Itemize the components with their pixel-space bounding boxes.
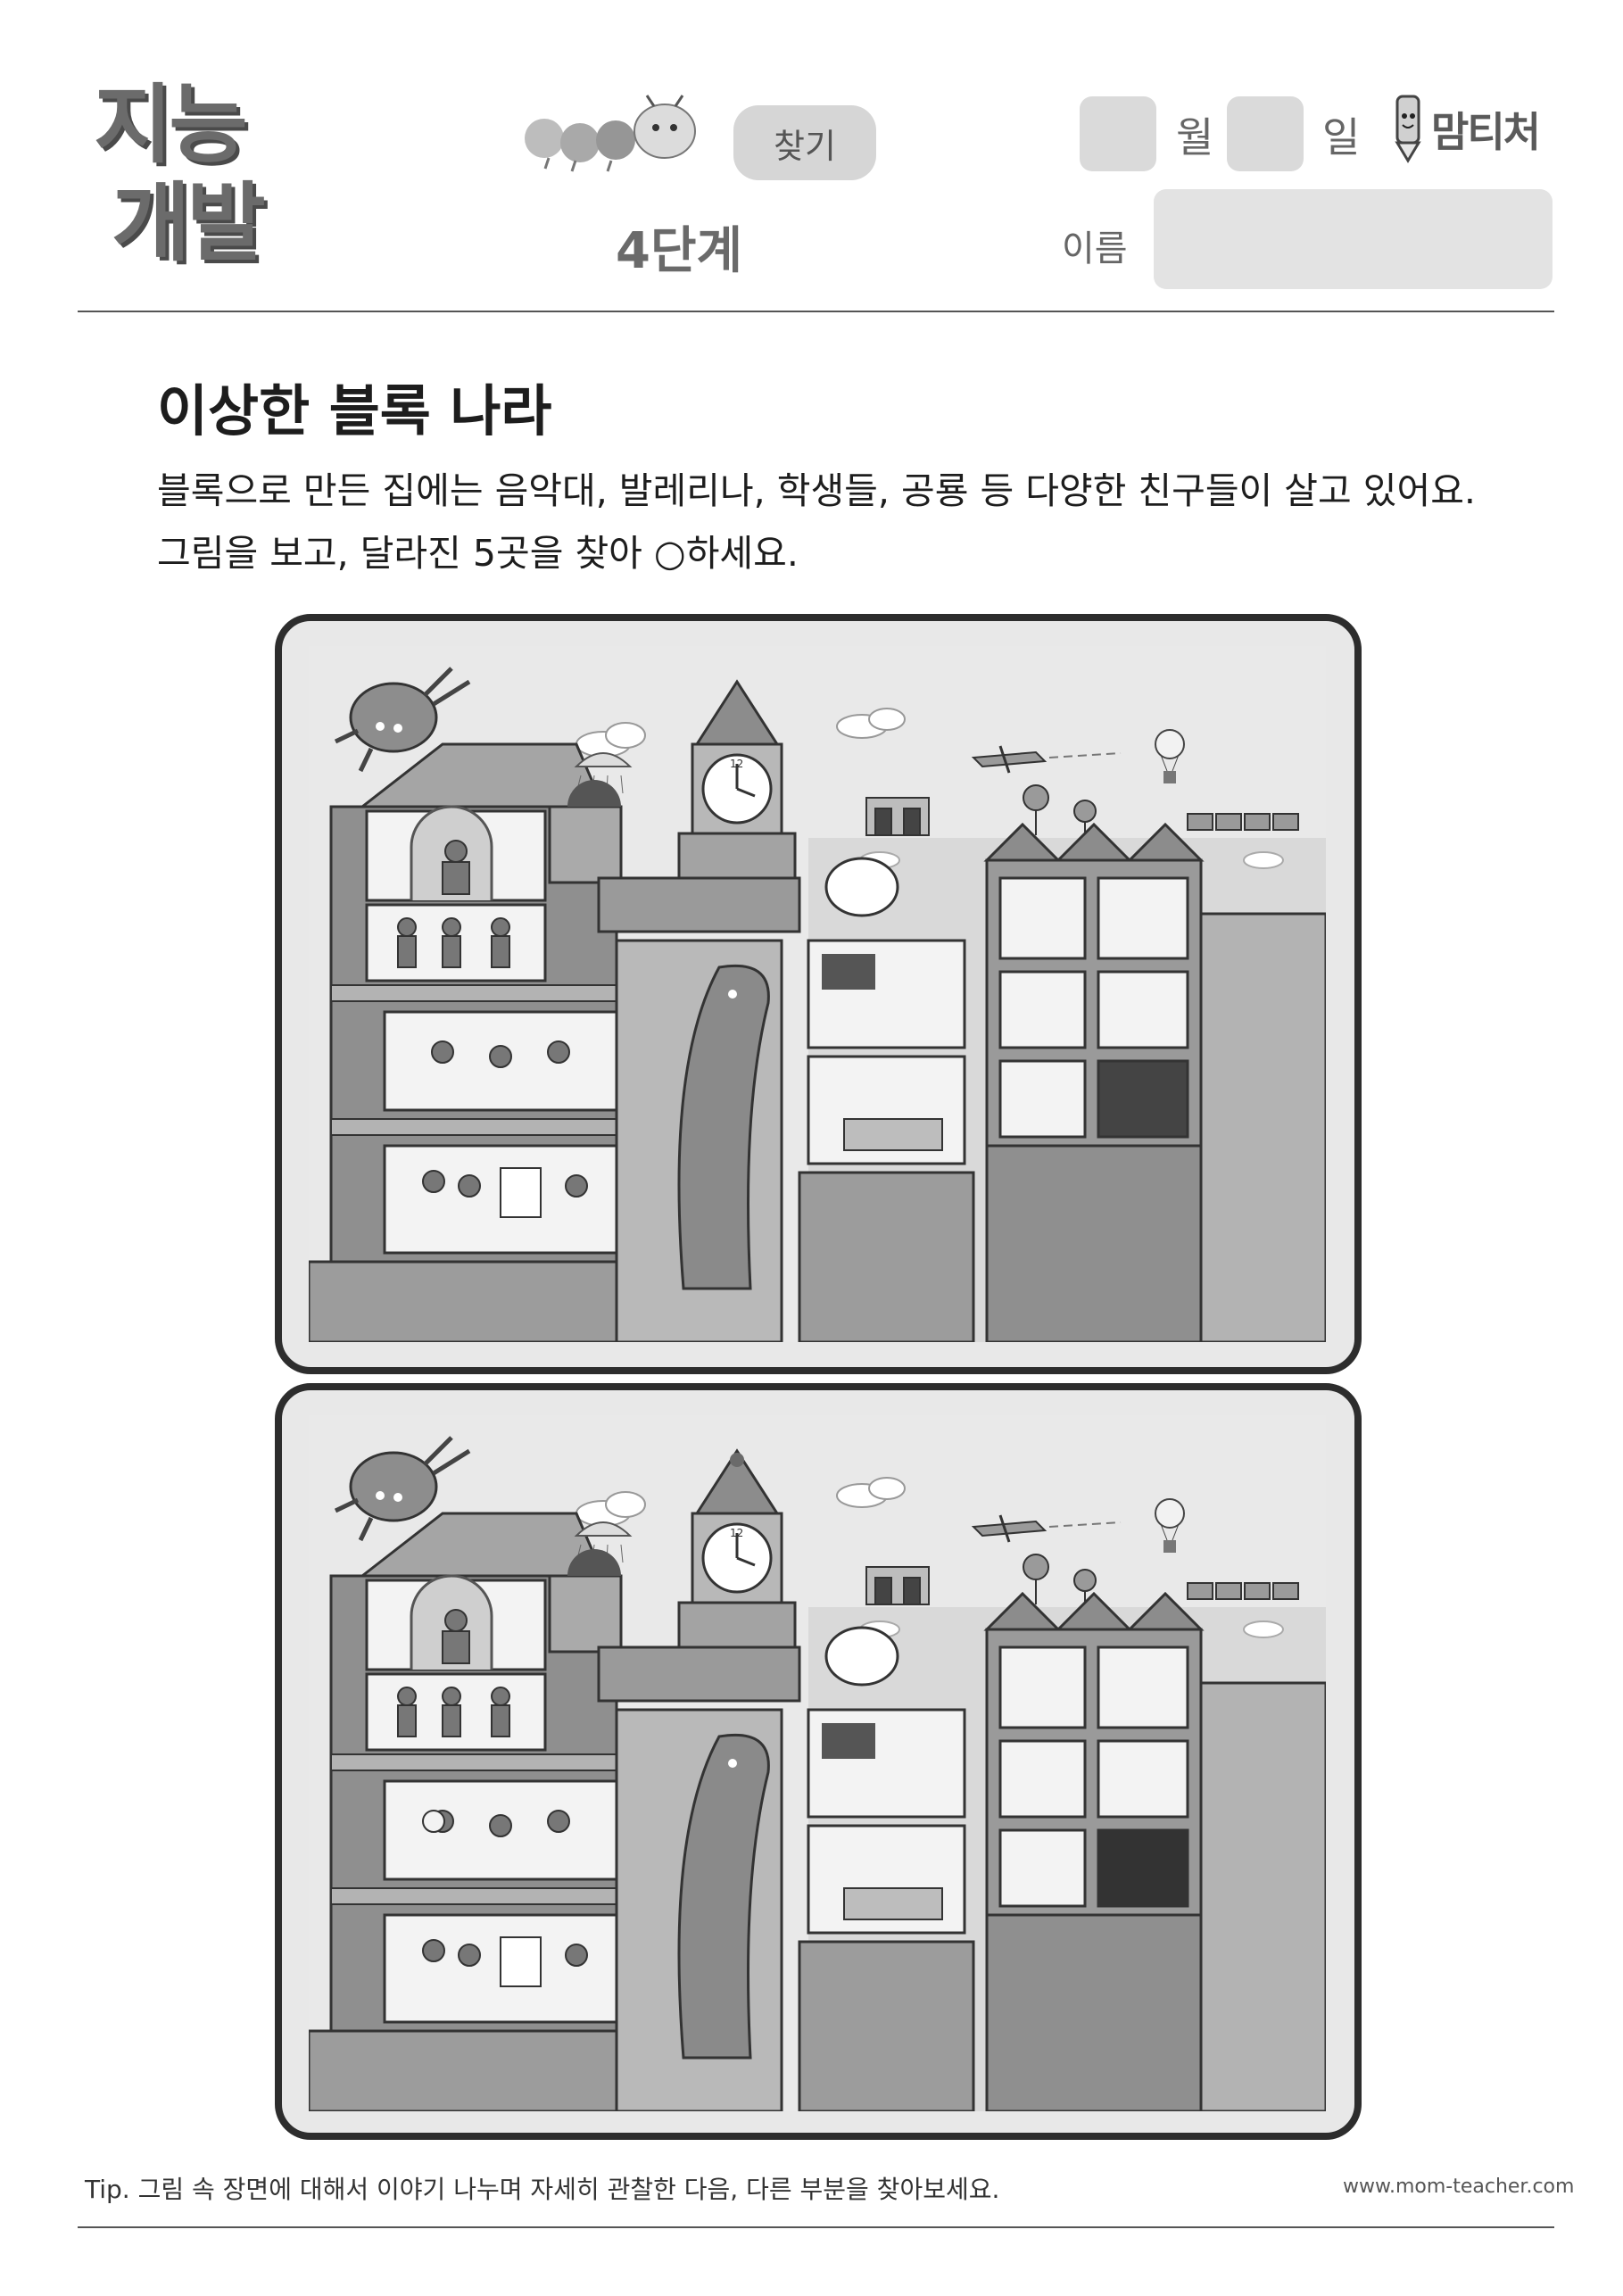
day-field[interactable] — [1227, 96, 1304, 171]
block-town-scene-bottom — [309, 1415, 1326, 2111]
level-label: 4단계 — [616, 222, 743, 280]
block-town-scene-top — [309, 646, 1326, 1342]
site-url[interactable]: www.mom-teacher.com — [1343, 2176, 1575, 2198]
picture-original[interactable] — [275, 614, 1362, 1374]
day-label: 일 — [1322, 113, 1361, 162]
brand-name: 맘티처 — [1431, 108, 1541, 156]
month-field[interactable] — [1080, 96, 1156, 171]
month-label: 월 — [1176, 113, 1214, 162]
name-field[interactable] — [1154, 189, 1553, 289]
picture-changed[interactable] — [275, 1383, 1362, 2140]
brand-logo: 지능 개발 — [85, 82, 326, 278]
tip-text: Tip. 그림 속 장면에 대해서 이야기 나누며 자세히 관찰한 다음, 다른… — [85, 2175, 1000, 2204]
name-label: 이름 — [1062, 228, 1128, 269]
worksheet-instructions: 블록으로 만든 집에는 음악대, 발레리나, 학생들, 공룡 등 다양한 친구들… — [157, 469, 1476, 575]
brand-mark: 맘티처 — [1388, 93, 1558, 164]
mode-badge: 찾기 — [733, 105, 876, 180]
logo-line-1: 지능 — [94, 75, 248, 175]
pencil-mascot-icon — [1395, 95, 1421, 163]
header-divider — [78, 311, 1554, 312]
caterpillar-icon — [525, 95, 696, 172]
worksheet-title: 이상한 블록 나라 — [157, 378, 552, 443]
footer-divider — [78, 2226, 1554, 2228]
logo-line-2: 개발 — [112, 173, 266, 273]
